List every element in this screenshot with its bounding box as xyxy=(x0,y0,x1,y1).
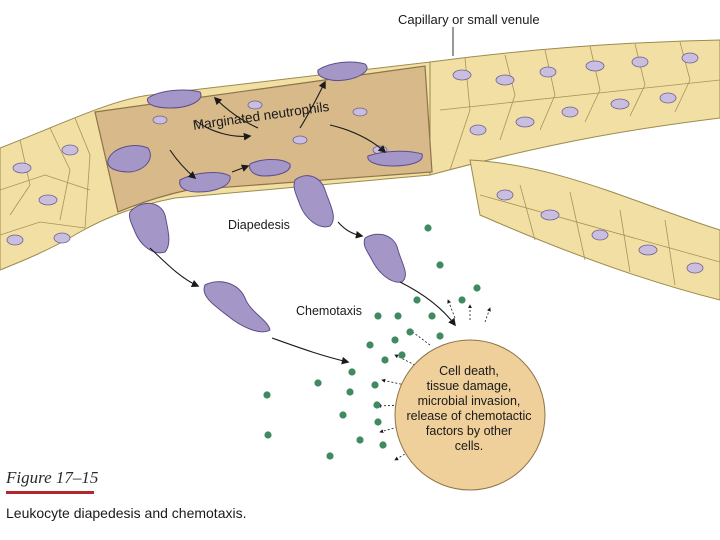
source-line: Cell death, xyxy=(439,364,499,378)
chemotaxis-label: Chemotaxis xyxy=(296,304,362,318)
chemotactic-source xyxy=(394,339,546,491)
migrating-neutrophils xyxy=(129,175,406,333)
chemokine-dots xyxy=(263,224,481,460)
neutrophil xyxy=(317,61,368,81)
vessel-lower-branch xyxy=(469,159,720,301)
vessel xyxy=(0,39,720,301)
neutrophil xyxy=(203,281,271,333)
vessel-label: Capillary or small venule xyxy=(398,12,540,27)
source-line: factors by other xyxy=(425,424,513,438)
source-line: tissue damage, xyxy=(426,379,512,393)
arrows xyxy=(149,80,456,365)
neutrophil xyxy=(129,202,170,254)
source-line: release of chemotactic xyxy=(406,409,532,423)
vessel-upper-branch xyxy=(429,39,720,176)
neutrophil xyxy=(107,145,151,173)
neutrophil xyxy=(367,150,423,167)
neutrophil xyxy=(293,175,334,228)
neutrophils xyxy=(107,61,423,193)
chemotactic-source-text: Cell death, tissue damage, microbial inv… xyxy=(398,364,540,454)
neutrophil xyxy=(249,159,291,177)
neutrophil xyxy=(146,89,202,109)
caption-rule xyxy=(6,491,94,494)
figure-caption: Leukocyte diapedesis and chemotaxis. xyxy=(6,505,247,521)
figure-number: Figure 17–15 xyxy=(6,468,99,487)
neutrophil xyxy=(363,233,406,283)
source-line: cells. xyxy=(454,439,484,453)
diapedesis-label: Diapedesis xyxy=(228,218,290,232)
source-line: microbial invasion, xyxy=(417,394,521,408)
